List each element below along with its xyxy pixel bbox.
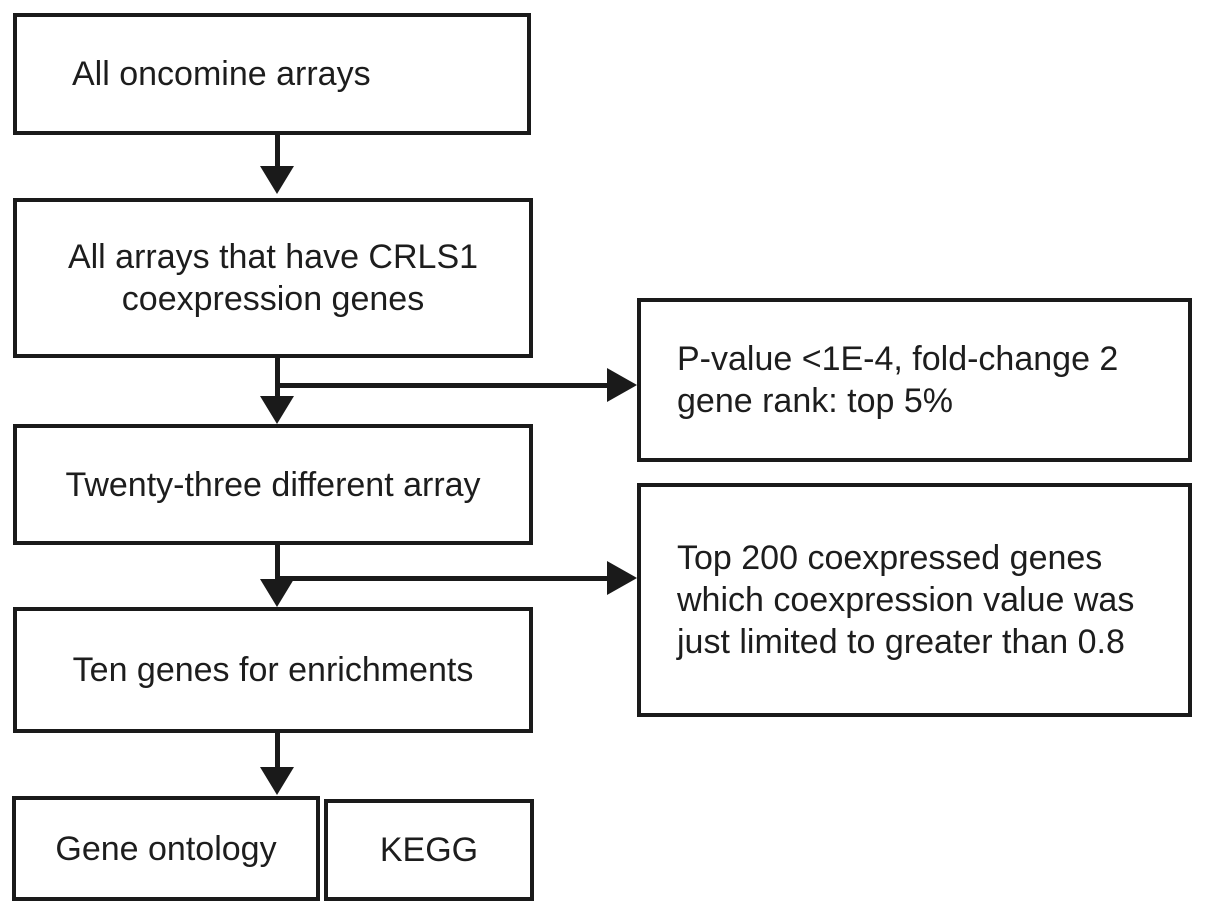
node-filter-top200-line2: which coexpression value was <box>677 581 1135 619</box>
node-gene-ontology: Gene ontology <box>12 796 320 901</box>
node-filter-top200-line3: just limited to greater than 0.8 <box>677 623 1125 661</box>
arrow-twentythree-to-filter-top200-shaft <box>277 576 609 581</box>
node-ten-genes: Ten genes for enrichments <box>13 607 533 733</box>
arrow-tengenes-to-enrichment-shaft <box>275 733 280 769</box>
node-twenty-three-arrays-label: Twenty-three different array <box>65 465 481 504</box>
node-gene-ontology-label: Gene ontology <box>55 829 277 868</box>
arrow-crls1-to-filter-pvalue-shaft <box>277 383 609 388</box>
node-filter-pvalue: P-value <1E-4, fold-change 2 gene rank: … <box>637 298 1192 462</box>
arrow-crls1-to-filter-pvalue-head-icon <box>607 368 637 402</box>
arrow-oncomine-to-crls1-head-icon <box>260 166 294 194</box>
arrow-tengenes-to-enrichment-head-icon <box>260 767 294 795</box>
node-arrays-with-crls1: All arrays that have CRLS1 coexpression … <box>13 198 533 358</box>
node-arrays-with-crls1-line1: All arrays that have CRLS1 <box>67 238 479 276</box>
node-filter-pvalue-line2: gene rank: top 5% <box>677 382 953 420</box>
node-filter-pvalue-line1: P-value <1E-4, fold-change 2 <box>677 340 1119 378</box>
node-arrays-with-crls1-line2: coexpression genes <box>121 280 425 318</box>
node-all-oncomine-arrays-label: All oncomine arrays <box>72 55 371 93</box>
node-kegg-label: KEGG <box>379 831 479 869</box>
arrow-crls1-to-twentythree-shaft <box>275 358 280 398</box>
arrow-twentythree-to-filter-top200-head-icon <box>607 561 637 595</box>
arrow-oncomine-to-crls1-shaft <box>275 135 280 171</box>
node-filter-top200-line1: Top 200 coexpressed genes <box>677 539 1103 577</box>
arrow-twentythree-to-tengenes-shaft <box>275 545 280 583</box>
node-twenty-three-arrays: Twenty-three different array <box>13 424 533 545</box>
node-all-oncomine-arrays: All oncomine arrays <box>13 13 531 135</box>
node-kegg: KEGG <box>324 799 534 901</box>
node-filter-top200: Top 200 coexpressed genes which coexpres… <box>637 483 1192 717</box>
arrow-crls1-to-twentythree-head-icon <box>260 396 294 424</box>
arrow-twentythree-to-tengenes-head-icon <box>260 579 294 607</box>
node-ten-genes-label: Ten genes for enrichments <box>72 651 474 689</box>
